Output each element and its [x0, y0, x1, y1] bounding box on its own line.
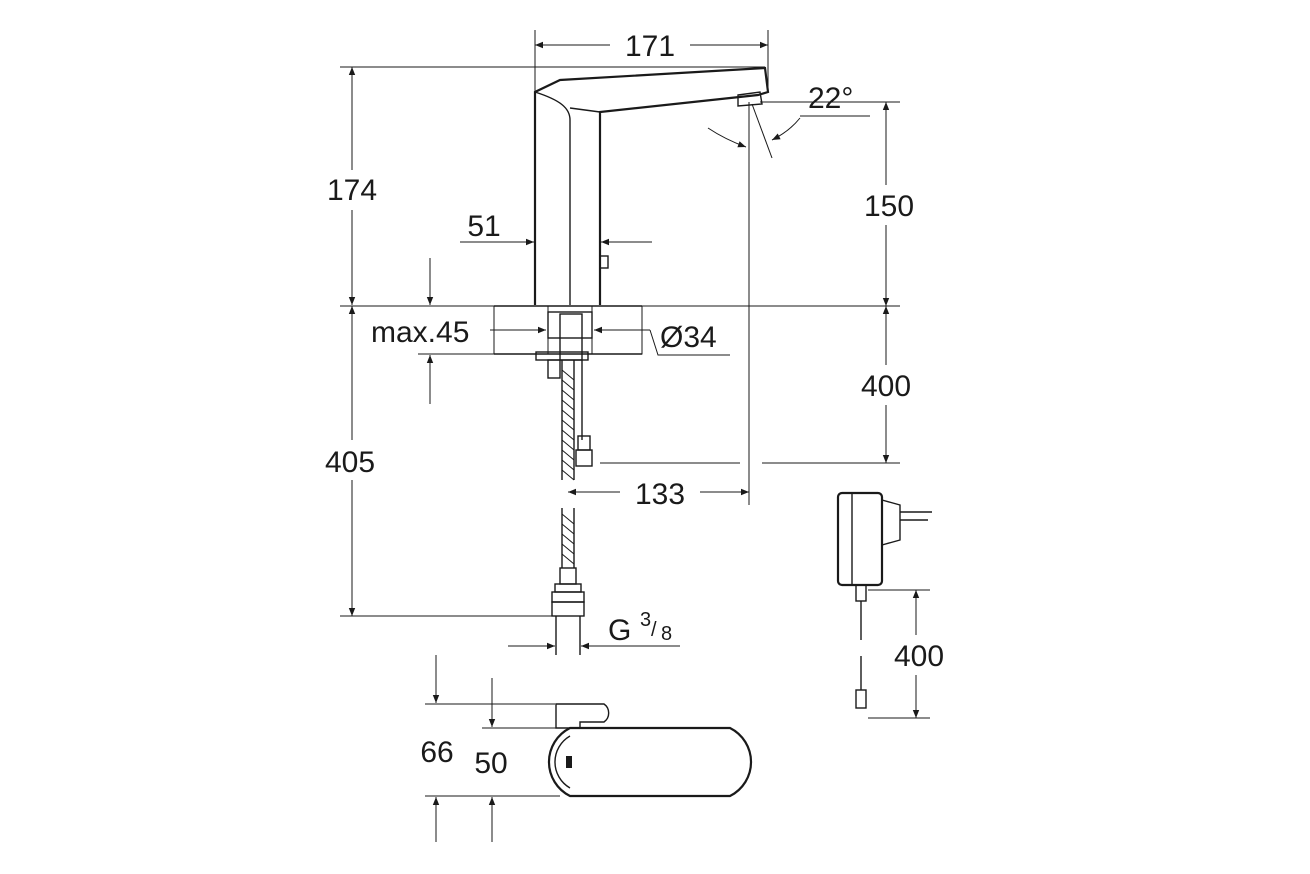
dim-51: 51 — [467, 210, 500, 243]
dim-connection-slash: / — [651, 619, 657, 641]
power-adapter — [836, 491, 932, 709]
dim-133: 133 — [635, 478, 685, 511]
dim-400-hose: 400 — [861, 370, 911, 403]
dimension-labels: 171 174 22° 150 51 max.45 Ø34 400 405 13… — [325, 30, 944, 780]
dimension-lines — [340, 30, 930, 842]
dim-max-45: max.45 — [371, 316, 469, 349]
dim-connection-numerator: 3 — [640, 609, 651, 631]
faucet-body — [533, 66, 770, 305]
dim-diameter-34: Ø34 — [660, 321, 717, 354]
dim-50: 50 — [474, 747, 507, 780]
mounting-assembly — [535, 311, 593, 655]
dim-connection-denominator: 8 — [661, 623, 672, 645]
dim-405: 405 — [325, 446, 375, 479]
dim-66: 66 — [420, 736, 453, 769]
dim-171: 171 — [625, 30, 675, 63]
dim-150: 150 — [864, 190, 914, 223]
dim-400-adapter: 400 — [894, 640, 944, 673]
dim-connection-g: G — [608, 614, 631, 647]
dim-174: 174 — [327, 174, 377, 207]
faucet-top-view — [547, 703, 753, 798]
dim-angle-22: 22° — [808, 82, 853, 115]
